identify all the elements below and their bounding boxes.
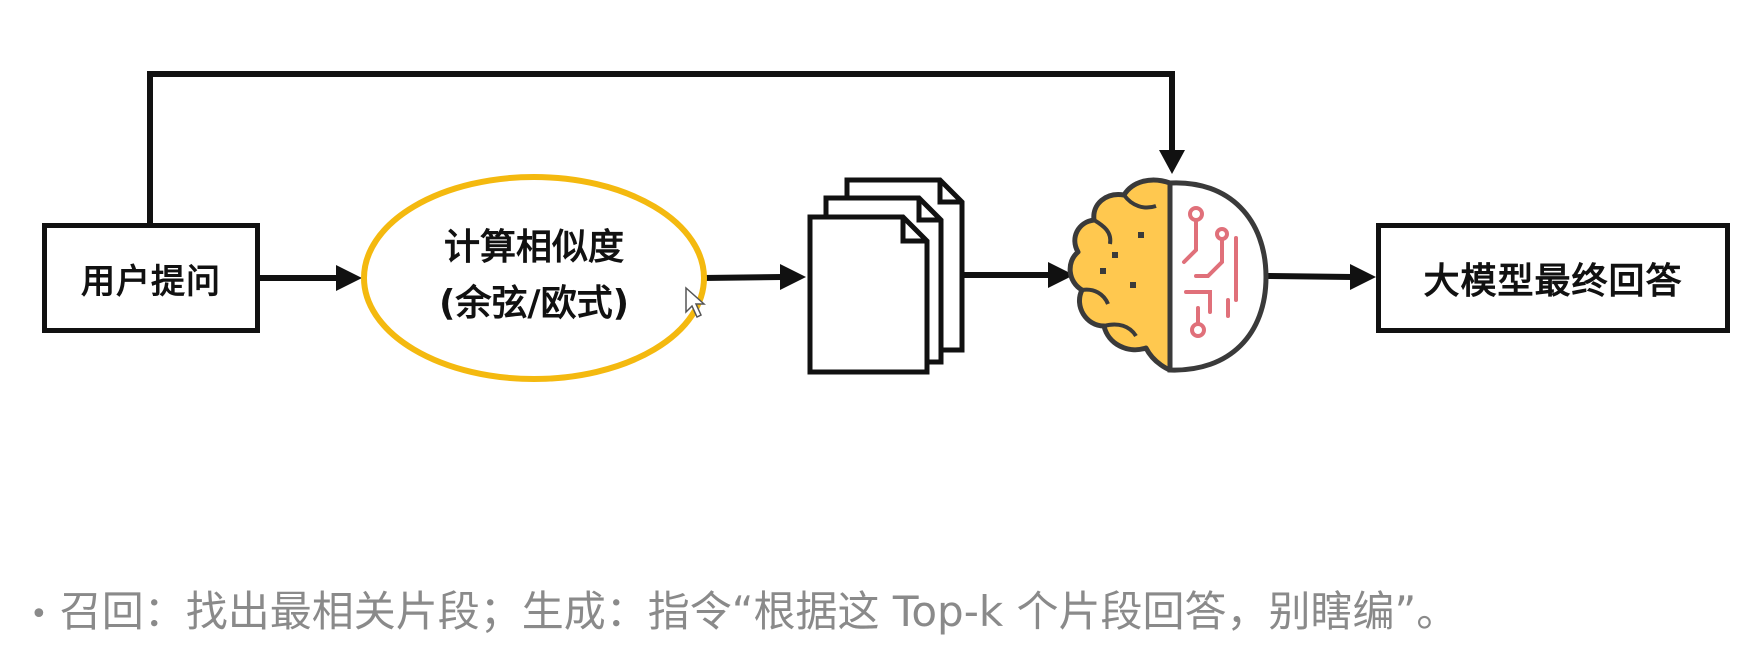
user-question-box: 用户提问 xyxy=(42,223,260,333)
caption-text: 召回：找出最相关片段；生成：指令“根据这 Top-k 个片段回答，别瞎编”。 xyxy=(59,587,1459,636)
final-answer-box: 大模型最终回答 xyxy=(1376,223,1730,333)
user-question-label: 用户提问 xyxy=(81,261,221,302)
caption-bullet: • xyxy=(30,597,48,632)
caption: • 召回：找出最相关片段；生成：指令“根据这 Top-k 个片段回答，别瞎编”。 xyxy=(30,578,1740,639)
similarity-ellipse xyxy=(361,174,707,382)
arrowhead-3 xyxy=(1048,262,1074,288)
bypass-connector xyxy=(147,71,1175,223)
document-stack-icon xyxy=(807,177,965,375)
similarity-title: 计算相似度 xyxy=(443,227,624,268)
brain-circuit-icon xyxy=(1067,177,1269,373)
mouse-pointer-icon xyxy=(685,286,706,319)
arrowhead-4 xyxy=(1350,264,1376,290)
arrowhead-1 xyxy=(336,265,362,291)
similarity-label: 计算相似度 (余弦/欧式) xyxy=(365,220,703,332)
arrow-similarity-to-documents xyxy=(702,274,783,281)
arrowhead-2 xyxy=(780,264,806,290)
arrow-llm-to-answer xyxy=(1267,273,1353,280)
similarity-subtitle: (余弦/欧式) xyxy=(438,283,630,324)
final-answer-label: 大模型最终回答 xyxy=(1423,261,1683,302)
bypass-arrowhead xyxy=(1159,150,1185,174)
